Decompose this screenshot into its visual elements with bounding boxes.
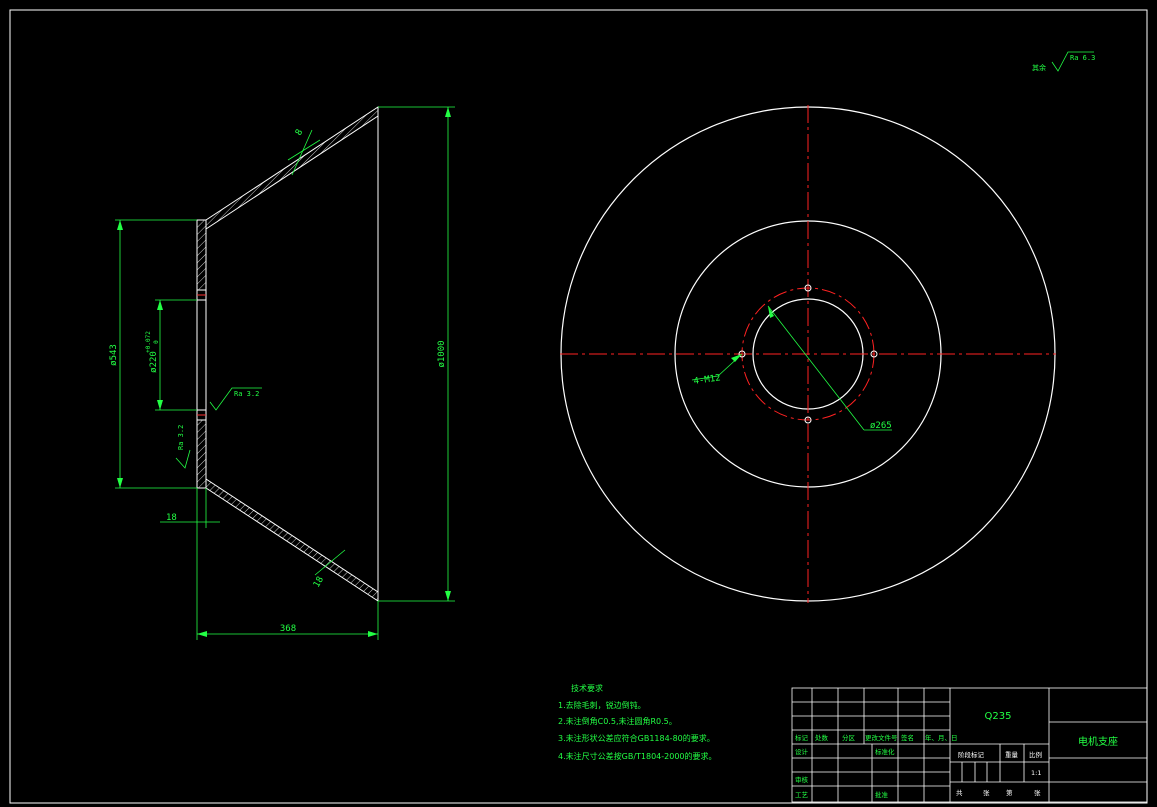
note-item-2: 2.未注倒角C0.5,未注圆角R0.5。 [558,716,677,726]
roughness-face: Ra 3.2 [177,425,185,450]
section-view [196,106,379,602]
tb-scale: 比例 [1029,750,1042,759]
cone-wall-lower [205,478,379,602]
dimension-arrows [117,107,451,637]
tb-sheet-no: 第 [1006,788,1013,797]
thread-label: 4-M12 [693,373,721,387]
tb-review: 审核 [795,775,809,784]
roughness-rest: Ra 6.3 [1070,54,1095,62]
dim-18-flange: 18 [166,513,177,523]
title-block [791,687,1148,803]
dim-18-cone: 18 [312,575,326,589]
tb-material: Q235 [985,711,1012,722]
dim-543: ø543 [109,344,119,366]
front-view [560,105,1056,603]
tb-sheets-unit: 张 [983,788,990,797]
bolt-hole-left [738,350,746,358]
technical-notes: 技术要求 1.去除毛刺，锐边倒钝。 2.未注倒角C0.5,未注圆角R0.5。 3… [558,683,717,761]
leader-pcd [767,305,865,431]
flange-hatch-bottom [196,419,207,489]
note-item-3: 3.未注形状公差应符合GB1184-80的要求。 [558,733,715,743]
flange-hatch-top [196,219,207,291]
dim-368: 368 [280,624,296,634]
bolt-hole-right [870,350,878,358]
tb-stage-mark: 阶段标记 [958,750,985,759]
cone-wall-upper [205,106,379,230]
tb-mark: 标记 [795,733,809,742]
tb-part-name: 电机支座 [1078,735,1118,748]
note-item-4: 4.未注尺寸公差按GB/T1804-2000的要求。 [558,751,717,761]
tb-standardization: 标准化 [875,747,895,756]
tb-total-sheets: 共 [956,788,963,797]
tb-weight: 重量 [1005,751,1019,759]
dim-1000: ø1000 [437,340,447,367]
tb-sign: 签名 [901,733,914,742]
tb-process: 工艺 [795,791,809,799]
tb-change-doc: 更改文件号 [865,733,898,742]
tb-approve: 批准 [875,790,889,799]
tb-scale-value: 1:1 [1031,769,1041,777]
tb-date: 年、月、日 [925,733,958,742]
tb-count: 处数 [815,733,829,742]
section-dimensions [115,106,455,640]
tb-zone: 分区 [842,733,856,742]
tb-design: 设计 [795,747,809,756]
notes-title: 技术要求 [571,683,603,693]
bolt-hole-bottom [804,416,812,424]
note-item-1: 1.去除毛刺，锐边倒钝。 [558,700,646,710]
dim-8-cone: 8 [294,128,305,138]
dim-220: ø220 [149,351,159,373]
drawing-border [9,9,1148,804]
tb-sheet-unit: 张 [1034,788,1041,797]
bolt-hole-top [804,284,812,292]
roughness-rest-prefix: 其余 [1032,63,1046,72]
dim-220-tol-lower: 0 [153,340,160,344]
roughness-bore: Ra 3.2 [234,390,259,398]
dim-220-tol-upper: +0.072 [145,331,152,353]
roughness-rest-symbol [1051,51,1094,72]
pcd-label: ø265 [870,421,892,431]
